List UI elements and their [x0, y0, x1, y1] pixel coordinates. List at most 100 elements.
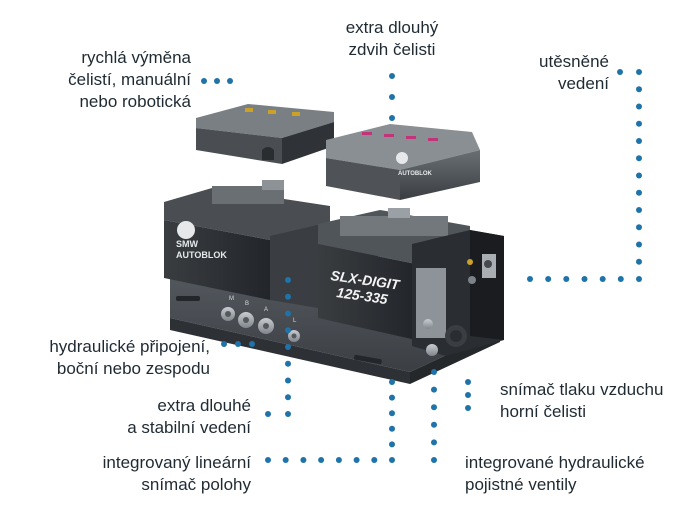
leader-dot — [227, 78, 233, 84]
callout-quick-change-line3: nebo robotická — [79, 92, 191, 111]
leader-dot — [636, 189, 642, 196]
callout-safety-valves-line1: integrované hydraulické — [465, 453, 645, 472]
callout-extra-stroke-line1: extra dlouhý — [345, 18, 439, 37]
top-jaw-left — [196, 104, 334, 164]
leader-dot — [265, 457, 271, 463]
leader-stable-guide — [265, 277, 291, 417]
leader-dot — [431, 421, 437, 428]
leader-dot — [431, 404, 437, 411]
leader-extra-stroke — [389, 73, 395, 121]
callout-quick-change-line1: rychlá výměna — [81, 48, 191, 67]
leader-dot — [431, 369, 437, 375]
leader-dot — [389, 410, 395, 417]
top-jaw-right: AUTOBLOK — [326, 124, 480, 200]
jaw-logo-text: AUTOBLOK — [398, 171, 433, 177]
leader-dot — [285, 277, 291, 283]
leader-dot — [265, 411, 271, 417]
hydraulic-ports: M B A L — [221, 296, 300, 342]
smw-autoblok-logo-icon — [177, 221, 195, 239]
leader-dot — [617, 276, 624, 282]
callout-extra-stroke-line2: zdvih čelisti — [348, 40, 436, 59]
leader-dot — [285, 327, 291, 334]
leader-dot — [300, 457, 307, 463]
leader-dot — [431, 386, 437, 393]
leader-dot — [214, 78, 220, 84]
callout-safety-valves-line2: pojistné ventily — [465, 475, 577, 494]
leader-dot — [465, 405, 471, 411]
leader-hydraulic-conn — [221, 341, 255, 347]
leader-dot — [636, 120, 642, 127]
leader-dot — [318, 457, 325, 463]
leader-dot — [285, 377, 291, 384]
leader-dot — [389, 441, 395, 448]
callout-hydraulic-connection: hydraulické připojení, boční nebo zespod… — [49, 336, 210, 380]
callout-hydraulic-connection-line2: boční nebo zespodu — [56, 359, 210, 378]
leader-dot — [285, 293, 291, 300]
callout-stable-guide-line1: extra dlouhé — [157, 396, 251, 415]
callout-safety-valves: integrované hydraulické pojistné ventily — [465, 452, 645, 496]
leader-lines — [201, 69, 642, 463]
leader-dot — [636, 138, 642, 144]
leader-dot — [285, 344, 291, 350]
end-block — [412, 230, 504, 356]
callout-stable-guide-line2: a stabilní vedení — [127, 418, 251, 437]
leader-quick-change — [201, 78, 233, 84]
leader-dot — [201, 78, 207, 84]
leader-dot — [527, 276, 533, 282]
callout-extra-stroke: extra dlouhý zdvih čelisti — [328, 17, 456, 61]
leader-dot — [389, 425, 395, 432]
port-label-a: A — [264, 307, 268, 313]
leader-dot — [285, 411, 291, 417]
port-label-b: B — [245, 301, 249, 307]
leader-dot — [465, 392, 471, 398]
leader-dot — [389, 457, 395, 463]
leader-sealed-guide — [527, 69, 642, 282]
leader-dot — [636, 258, 642, 265]
callout-air-sensor: snímač tlaku vzduchu horní čelisti — [500, 379, 663, 423]
leader-dot — [636, 276, 642, 282]
leader-dot — [285, 360, 291, 367]
leader-dot — [636, 69, 642, 75]
leader-dot — [282, 457, 289, 463]
leader-dot — [285, 310, 291, 317]
leader-position-sensor — [265, 379, 395, 463]
callout-sealed-guide-line2: vedení — [557, 74, 609, 93]
callout-quick-change-line2: čelistí, manuální — [68, 70, 191, 89]
leader-dot — [581, 276, 588, 282]
leader-dot — [389, 94, 395, 100]
leader-dot — [235, 341, 241, 347]
callout-position-sensor-line2: snímač polohy — [141, 475, 251, 494]
leader-dot — [431, 439, 437, 446]
port-label-l: L — [293, 318, 297, 324]
leader-dot — [599, 276, 606, 282]
leader-dot — [389, 394, 395, 401]
leader-dot — [636, 241, 642, 248]
callout-sealed-guide: utěsněné vedení — [539, 51, 609, 95]
leader-dot — [249, 341, 255, 347]
leader-dot — [335, 457, 342, 463]
leader-dot — [636, 207, 642, 213]
port-label-m: M — [229, 296, 234, 302]
leader-dot — [465, 379, 471, 385]
leader-dot — [389, 115, 395, 121]
callout-sealed-guide-line1: utěsněné — [539, 52, 609, 71]
body-logo-line1: SMW — [176, 239, 199, 249]
leader-dot — [636, 103, 642, 110]
callout-position-sensor: integrovaný lineární snímač polohy — [103, 452, 251, 496]
leader-air-sensor — [465, 379, 471, 411]
leader-dot — [431, 457, 437, 463]
leader-dot — [563, 276, 570, 282]
leader-safety-valves — [431, 369, 437, 463]
callout-air-sensor-line1: snímač tlaku vzduchu — [500, 380, 664, 399]
leader-dot — [636, 86, 642, 93]
leader-dot — [545, 276, 552, 282]
leader-dot — [389, 379, 395, 385]
callout-hydraulic-connection-line1: hydraulické připojení, — [49, 337, 210, 356]
leader-dot — [371, 457, 378, 463]
leader-dot — [353, 457, 360, 463]
callout-position-sensor-line1: integrovaný lineární — [102, 453, 251, 472]
body-logo-line2: AUTOBLOK — [176, 250, 227, 260]
callout-stable-guide: extra dlouhé a stabilní vedení — [127, 395, 251, 439]
callout-quick-change: rychlá výměna čelistí, manuální nebo rob… — [68, 47, 191, 113]
